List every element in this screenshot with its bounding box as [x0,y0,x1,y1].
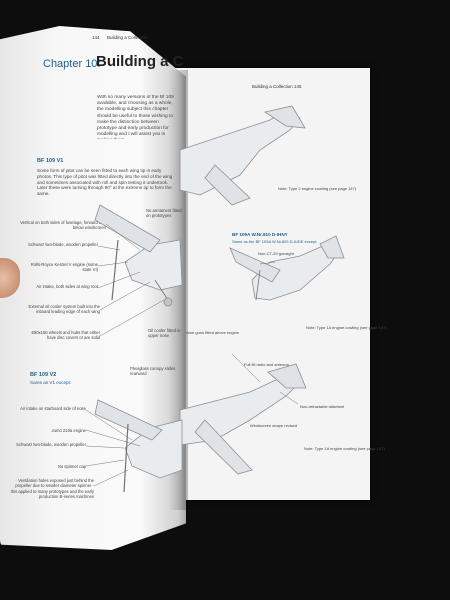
callout-v2-ventilation: Ventilation holes exposed just behind th… [10,478,94,499]
callout-windscreen: Windscreen shape revised [250,423,298,428]
section-heading-v2: BF 109 V2 [30,372,57,378]
intro-paragraph: With so many versions of the Bf 109 avai… [97,95,174,139]
callout-tailwheel: Non-retractable tailwheel [300,404,345,409]
chapter-title: Building a Collection [96,53,184,70]
right-page-number: 145 [294,84,302,89]
callout-v1-wheels: 650x150 wheels and hubs that either have… [31,330,100,341]
callout-v1-engine: Rolls-Royce Kestrel V engine (some state… [30,262,98,273]
reader-thumb [0,258,20,298]
callout-radio: Full fill radio and antenna [244,362,289,367]
callout-v2-intake: Air intake on starboard side of nose [20,406,86,411]
left-running-title: Building a Collection [107,35,148,40]
callout-v1-armament: No armament fitted on prototypes [146,208,182,219]
callout-v2-engine: Jumo 210a engine [51,428,86,433]
callout-v2-spinner: No spinner cap [57,464,86,469]
callout-mg17: MG 17 machine guns fitted above engine [166,330,239,335]
section-body-v1: Some form of pitot can be seen fitted to… [37,168,173,197]
section-subheading-v10: Same as the BF 109A W.Nr.809 D-IUDE exce… [232,239,318,244]
callout-v1-oilcooler: External oil cooler system built into th… [28,304,100,315]
right-running-title: Building a Collection [252,84,293,89]
callout-gunsight: Non-CT-29 gunsight [258,251,294,256]
callout-v2-propeller: Schwarz two-blade, wooden propeller [16,442,86,447]
callout-v1-propeller: Schwarz two-blade, wooden propeller [28,242,98,247]
right-running-header: Building a Collection 145 [252,84,302,89]
callout-v1-oilcooler-nose: Oil cooler fitted in upper nose [148,328,181,339]
left-page-number: 144 [92,35,100,40]
callout-v1-intake: Air intake, both sides at wing root [36,284,98,289]
chapter-label: Chapter 10: [43,58,101,70]
note-cowling-2: Note: Type 1A engine cowling (see page 1… [306,325,387,330]
note-cowling-3: Note: Type 1A engine cowling (see page 1… [304,446,385,451]
section-subheading-v2: Same as V1 except: [30,380,72,385]
section-heading-v1: BF 109 V1 [37,158,64,164]
note-cowling-1: Note: Type 2 engine cowling (see page 14… [278,186,357,191]
section-heading-v10: BF 109A W.Nr.810 D-IHNY [232,232,288,237]
callout-v2-canopy: Plexiglass canopy slides rearward [130,366,176,377]
